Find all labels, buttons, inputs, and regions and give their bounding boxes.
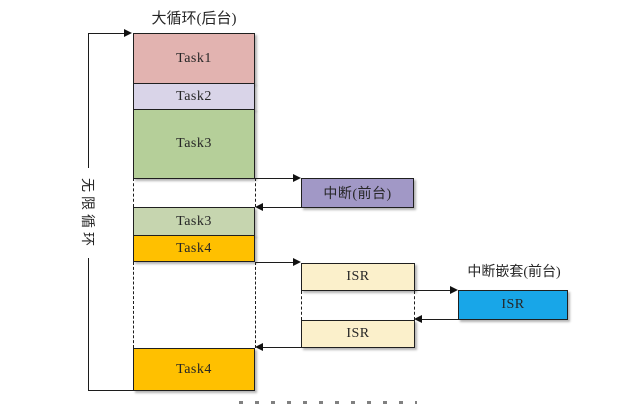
big-loop-title: 大循环(后台): [151, 11, 237, 27]
loop-bottom-line: [88, 390, 134, 391]
arrow-line-interrupt-return: [263, 207, 301, 208]
arrow-line-nested-return: [422, 319, 458, 320]
nested-interrupt-title: 中断嵌套(前台): [467, 265, 561, 280]
isr-top-label: ISR: [346, 269, 370, 284]
arrow-line-task4-to-isr: [255, 262, 295, 263]
isr-gap-left-dashed-edge: [301, 291, 302, 320]
arrowhead-isr-to-nested: [450, 286, 458, 294]
loop-line-lower: [88, 258, 89, 390]
isr-bottom-box: ISR: [301, 320, 415, 348]
arrowhead-task4-to-isr: [293, 258, 301, 266]
arrowhead-task3-to-interrupt: [293, 174, 301, 182]
gap1-right-dashed-edge: [255, 178, 256, 207]
task4-box: Task4: [133, 235, 255, 262]
nested-isr-box: ISR: [458, 290, 568, 320]
task2-label: Task2: [176, 88, 212, 104]
loop-top-arrowhead: [124, 29, 132, 37]
task1-label: Task1: [176, 50, 212, 66]
isr-top-box: ISR: [301, 263, 415, 291]
arrowhead-interrupt-return: [255, 203, 263, 211]
task3-resume-label: Task3: [176, 213, 212, 229]
arrow-line-isr-return-to-task4: [263, 347, 301, 348]
task4-label: Task4: [176, 240, 212, 256]
arrow-line-task3-to-interrupt: [255, 178, 295, 179]
arrowhead-nested-return: [414, 315, 422, 323]
interrupt-box: 中断(前台): [301, 178, 414, 208]
gap2-left-dashed-edge: [133, 262, 134, 348]
task4-resume-box: Task4: [133, 348, 255, 391]
interrupt-label: 中断(前台): [323, 187, 392, 202]
isr-gap-right-dashed-edge: [414, 291, 415, 320]
task3-box: Task3: [133, 109, 255, 179]
task4-resume-label: Task4: [176, 361, 212, 377]
task3-resume-box: Task3: [133, 207, 255, 236]
task1-box: Task1: [133, 33, 255, 84]
infinite-loop-label: 无限循环: [79, 178, 94, 250]
gap1-left-dashed-edge: [133, 178, 134, 207]
arrow-line-isr-to-nested: [415, 290, 451, 291]
task3-label: Task3: [176, 136, 212, 151]
isr-bottom-label: ISR: [346, 326, 370, 341]
nested-isr-label: ISR: [501, 297, 525, 312]
arrowhead-isr-return-to-task4: [255, 343, 263, 351]
gap2-right-dashed-edge: [255, 262, 256, 348]
clipped-caption-fragment: [239, 401, 417, 404]
task2-box: Task2: [133, 83, 255, 110]
loop-line-upper: [88, 33, 89, 168]
loop-top-arrow-line: [88, 33, 125, 34]
